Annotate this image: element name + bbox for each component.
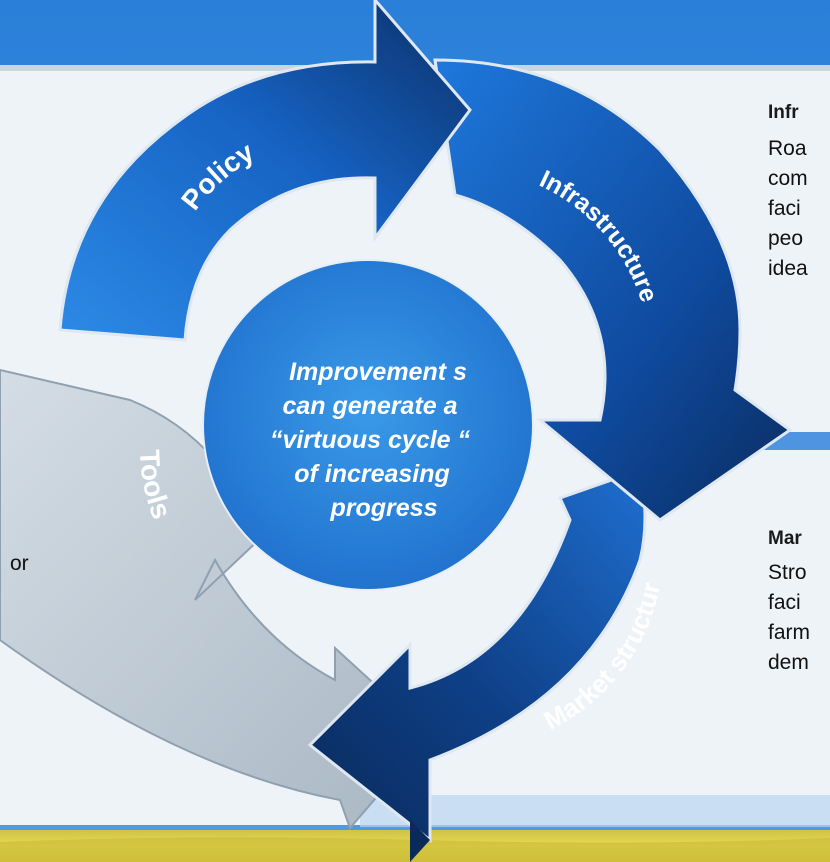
- infrastructure-panel-line: com: [768, 167, 808, 190]
- tools-panel-fragment: or: [10, 552, 29, 575]
- market-panel-line: faci: [768, 591, 801, 614]
- center-circle: [202, 259, 534, 591]
- infrastructure-panel-header: Infr: [768, 102, 799, 123]
- infrastructure-panel-line: peo: [768, 227, 804, 250]
- infrastructure-panel-line: faci: [768, 197, 801, 220]
- infrastructure-arrow: [433, 58, 793, 522]
- infrastructure-panel: Infr Roa com faci peo idea: [768, 102, 808, 284]
- market-panel-line: Stro: [768, 561, 807, 584]
- market-panel-line: farm: [768, 621, 810, 644]
- market-panel-line: dem: [768, 651, 809, 674]
- market-structure-arrow: [307, 468, 647, 844]
- center-line-3: “virtuous cycle “: [270, 426, 471, 454]
- center-text: Improvement s can generate a “virtuous c…: [270, 358, 471, 522]
- market-arrow-tip-shadow: [410, 820, 430, 862]
- market-panel-body: Stro faci farm dem: [768, 558, 810, 678]
- market-panel: Mar Stro faci farm dem: [768, 528, 810, 678]
- tools-arrow: [0, 368, 432, 830]
- policy-arrow: [58, 0, 472, 342]
- center-line-5: progress: [330, 494, 438, 522]
- infrastructure-panel-line: Roa: [768, 137, 807, 160]
- center-line-2: can generate a: [282, 392, 457, 420]
- infrastructure-panel-body: Roa com faci peo idea: [768, 134, 808, 284]
- infrastructure-panel-line: idea: [768, 257, 808, 280]
- panel-bottom-shade: [360, 795, 830, 827]
- market-panel-header: Mar: [768, 528, 802, 549]
- center-line-4: of increasing: [294, 460, 450, 488]
- center-line-1: Improvement s: [289, 358, 467, 386]
